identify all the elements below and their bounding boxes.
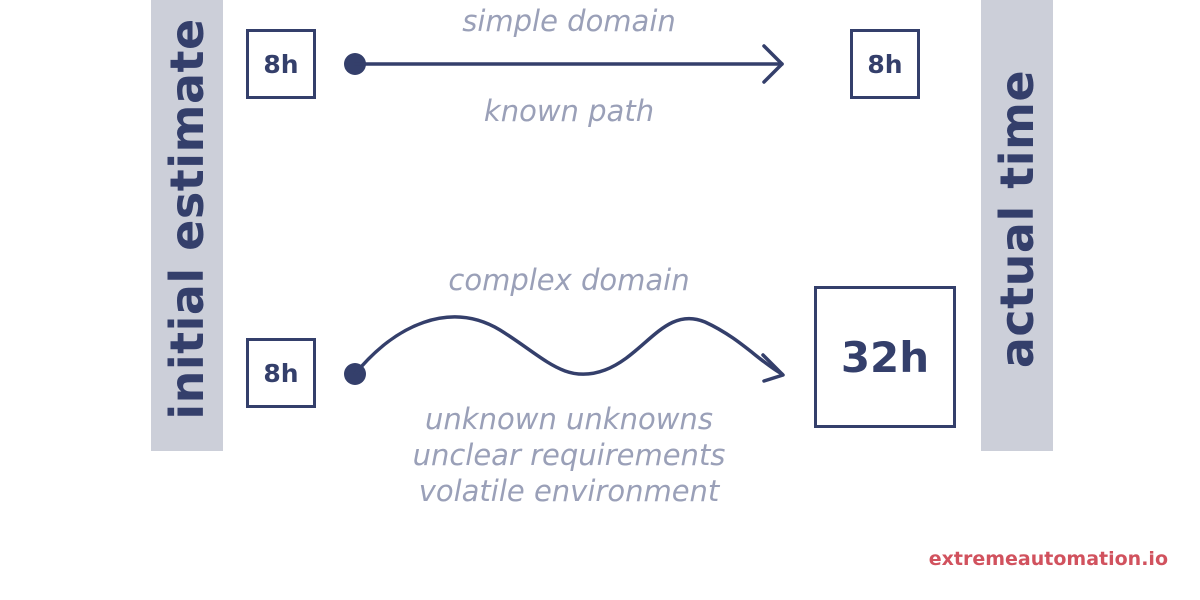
- simple-caption-bottom: known path: [483, 94, 655, 128]
- complex-caption-top: complex domain: [448, 263, 690, 297]
- complex-actual-box: 32h: [814, 286, 956, 428]
- complex-caption-bottom: unknown unknowns unclear requirements vo…: [413, 401, 726, 509]
- simple-estimate-box: 8h: [246, 29, 316, 99]
- simple-caption-top: simple domain: [462, 4, 676, 38]
- initial-estimate-column: initial estimate: [151, 0, 223, 451]
- simple-estimate-value: 8h: [263, 49, 299, 79]
- actual-time-column: actual time: [981, 0, 1053, 451]
- complex-caption-line-3: volatile environment: [418, 474, 720, 508]
- complex-estimate-value: 8h: [263, 358, 299, 388]
- simple-actual-box: 8h: [850, 29, 920, 99]
- complex-caption-line-1: unknown unknowns: [425, 402, 713, 436]
- complex-estimate-box: 8h: [246, 338, 316, 408]
- complex-actual-value: 32h: [840, 332, 930, 382]
- simple-actual-value: 8h: [867, 49, 903, 79]
- complex-path-curve: [353, 315, 784, 376]
- complex-arrowhead-icon: [761, 353, 785, 383]
- simple-arrowhead-icon: [762, 44, 784, 84]
- complex-caption-line-2: unclear requirements: [412, 438, 726, 472]
- site-credit-link[interactable]: extremeautomation.io: [928, 548, 1168, 570]
